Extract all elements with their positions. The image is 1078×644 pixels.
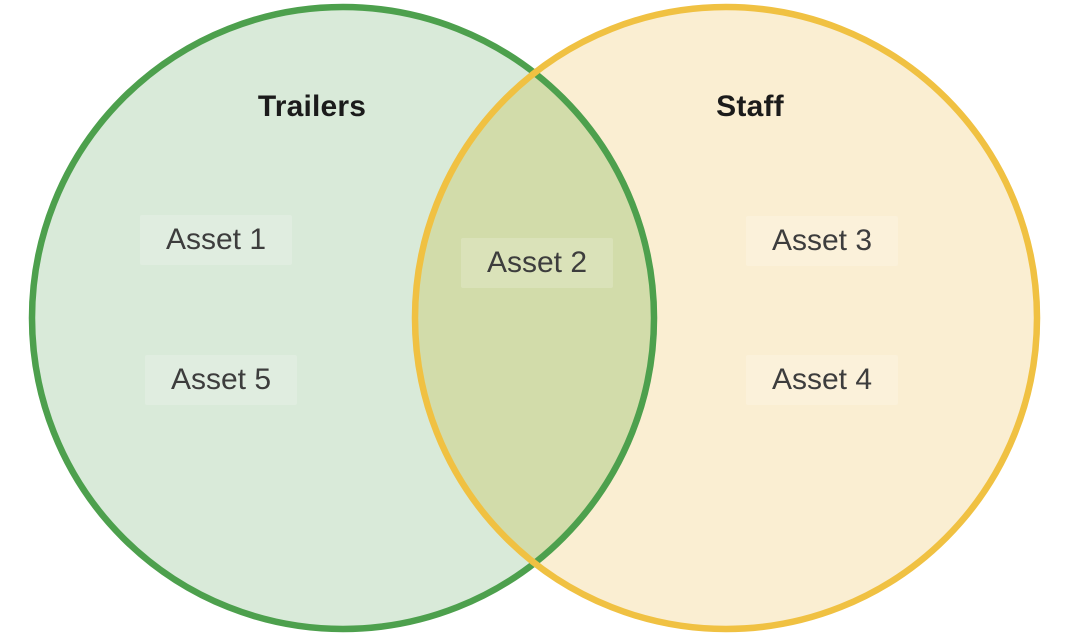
trailers-circle-outline (28, 3, 658, 633)
staff-set-title: Staff (716, 90, 784, 123)
asset-1-label: Asset 1 (139, 215, 293, 265)
asset-2-label: Asset 2 (460, 238, 614, 288)
intersection-region (415, 73, 654, 563)
asset-4-label: Asset 4 (745, 355, 899, 405)
asset-3-label: Asset 3 (745, 216, 899, 266)
asset-5-label: Asset 5 (144, 355, 298, 405)
trailers-set-title: Trailers (257, 90, 367, 123)
staff-circle-outline (411, 3, 1041, 633)
